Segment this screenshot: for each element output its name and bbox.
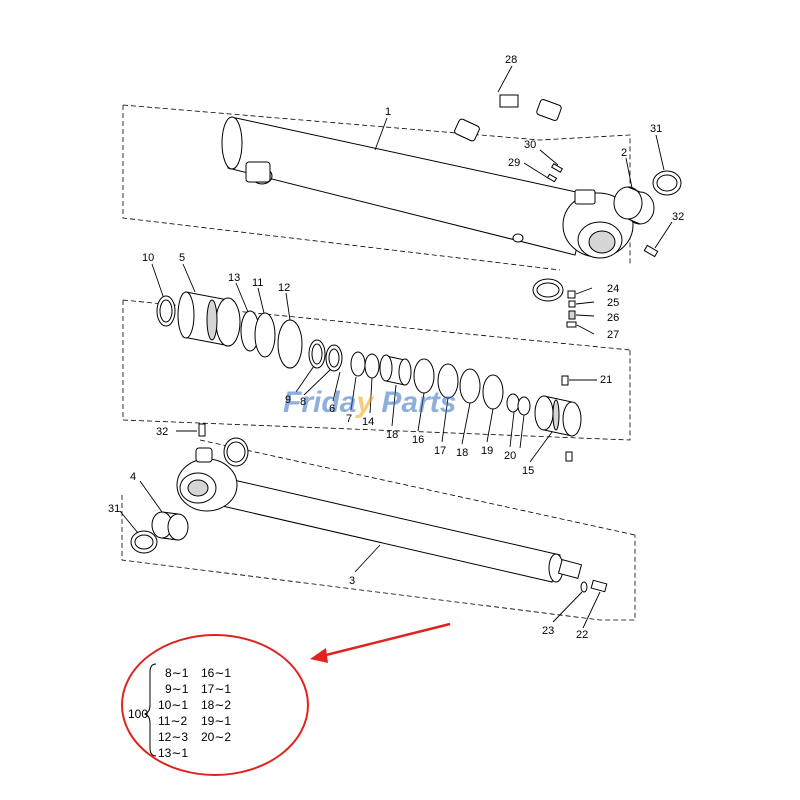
rod-bushing	[379, 354, 412, 386]
bushing	[613, 186, 655, 225]
kit-row-4-right: 19∼1	[201, 714, 231, 728]
callout-18: 18	[386, 429, 398, 441]
kit-row-2-left: 9∼1	[165, 682, 189, 696]
callout-2: 2	[621, 147, 627, 159]
backup-ring-11	[254, 312, 276, 358]
wear-ring-17	[459, 368, 481, 404]
rod-end-bushing	[151, 511, 189, 541]
set-screw	[561, 375, 569, 386]
tube-section	[122, 65, 682, 335]
kit-row-3-right: 18∼2	[201, 698, 231, 712]
pointer-arrowhead	[310, 648, 328, 663]
kit-brace	[143, 663, 157, 757]
callout-31-rod: 31	[108, 503, 120, 515]
watermark: Friday Parts	[283, 386, 456, 419]
dust-seal-ring	[652, 170, 682, 196]
callout-28: 28	[505, 54, 517, 66]
lock-nut	[590, 579, 608, 593]
o-ring-19	[506, 393, 520, 413]
callout-20: 20	[504, 450, 516, 462]
small-bolt-parts	[546, 163, 564, 183]
callout-13: 13	[228, 272, 240, 284]
piston-section	[122, 263, 631, 463]
seal-kit-note: 100 8∼1 16∼1 9∼1 17∼1 10∼1 18∼2 11∼2 19∼…	[121, 622, 451, 776]
tube-bounding-plane	[122, 105, 561, 271]
callout-17: 17	[434, 445, 446, 457]
callout-14: 14	[362, 416, 374, 428]
kit-row-2-right: 17∼1	[201, 682, 231, 696]
callout-labels: 28 1 31 30 29 2 32 10 5 13 11 12 24 25 2…	[108, 54, 684, 641]
kit-row-5-left: 12∼3	[158, 730, 188, 744]
callout-7: 7	[346, 413, 352, 425]
callout-5: 5	[179, 252, 185, 264]
callout-25: 25	[607, 297, 619, 309]
piston-bounding-plane	[122, 300, 631, 441]
tube-bounding-plane-top	[122, 104, 631, 265]
callout-31: 31	[650, 123, 662, 135]
kit-row-5-right: 20∼2	[201, 730, 231, 744]
callout-4: 4	[130, 471, 136, 483]
callout-18-b: 18	[456, 447, 468, 459]
callout-8: 8	[300, 396, 306, 408]
kit-row-1-right: 16∼1	[201, 666, 231, 680]
set-screw-lower	[565, 451, 573, 462]
callout-9: 9	[285, 394, 291, 406]
callout-12: 12	[278, 282, 290, 294]
dust-seal-rod-end	[130, 530, 158, 554]
callout-29: 29	[508, 157, 520, 169]
callout-22: 22	[576, 629, 588, 641]
callout-23: 23	[542, 625, 554, 637]
callout-3: 3	[349, 575, 355, 587]
callout-21: 21	[600, 374, 612, 386]
washer	[580, 581, 588, 593]
ring-14	[364, 353, 380, 379]
callout-16: 16	[412, 434, 424, 446]
callout-10: 10	[142, 252, 154, 264]
seal-ring-under-eye	[532, 278, 564, 302]
kit-row-6-left: 13∼1	[158, 746, 188, 760]
seal-ring-rod-eye	[223, 437, 249, 467]
kit-number: 100	[128, 707, 148, 721]
grease-nipple-rod	[198, 423, 206, 437]
ring-7	[350, 351, 366, 377]
callout-30: 30	[524, 139, 536, 151]
callout-24: 24	[607, 283, 619, 295]
callout-1: 1	[385, 106, 391, 118]
callout-6: 6	[329, 403, 335, 415]
kit-row-3-left: 10∼1	[158, 698, 188, 712]
callout-11: 11	[252, 277, 263, 289]
cylinder-head-gland	[177, 291, 241, 347]
o-ring-20	[517, 396, 531, 416]
callout-32-rod: 32	[156, 426, 168, 438]
wear-ring-18	[482, 374, 504, 410]
kit-row-1-left: 8∼1	[165, 666, 189, 680]
piston-rod	[176, 447, 583, 583]
hydraulic-pipe	[454, 88, 562, 142]
callout-15: 15	[522, 465, 534, 477]
callout-27: 27	[607, 329, 619, 341]
grease-nipple	[643, 244, 659, 258]
callout-19: 19	[481, 445, 493, 457]
rod-bounding-plane	[121, 495, 636, 621]
cylinder-tube	[221, 116, 634, 259]
callout-32: 32	[672, 211, 684, 223]
rod-section	[119, 423, 636, 629]
callout-26: 26	[607, 312, 619, 324]
dust-wiper-ring	[156, 295, 176, 327]
kit-row-4-left: 11∼2	[158, 714, 188, 728]
pointer-arrow	[321, 622, 451, 658]
check-valve-parts	[566, 290, 577, 328]
piston	[534, 395, 582, 437]
o-ring-12	[277, 319, 303, 369]
highlight-circle	[121, 634, 309, 776]
